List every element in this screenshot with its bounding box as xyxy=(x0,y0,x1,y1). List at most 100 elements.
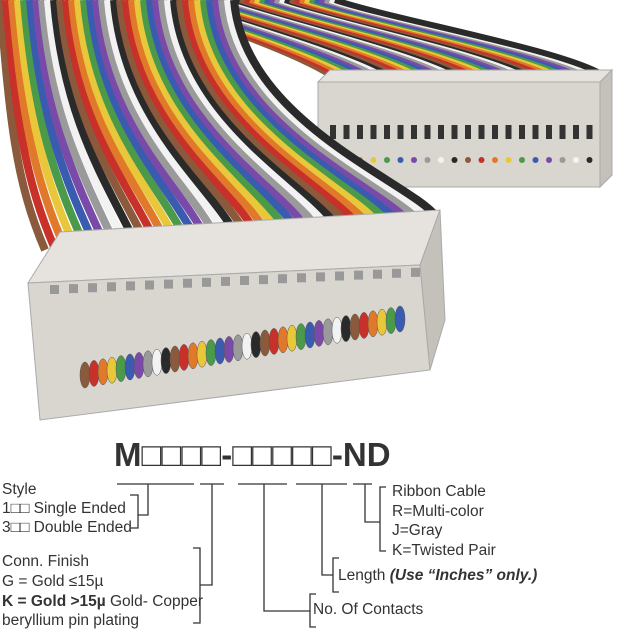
contact-slot xyxy=(240,276,249,285)
wire-end xyxy=(196,340,208,368)
wire xyxy=(206,0,399,222)
finish-option-k-code: K = Gold >15µ xyxy=(2,593,106,610)
wire-end xyxy=(492,157,498,163)
contact-slot xyxy=(505,125,512,139)
wire-end xyxy=(97,358,109,386)
wire-end xyxy=(205,339,217,366)
finish-option-k-desc-line2: beryllium pin plating xyxy=(2,612,139,629)
length-note: (Use “Inches” only.) xyxy=(389,567,538,584)
wire-end xyxy=(546,157,552,163)
finish-title: Conn. Finish xyxy=(2,553,90,570)
wire-end xyxy=(370,157,377,163)
contact-slot xyxy=(492,125,498,139)
wire-end xyxy=(223,336,235,363)
contact-slot xyxy=(586,125,593,139)
contact-slot xyxy=(424,125,431,139)
wire-end xyxy=(519,157,525,163)
contact-slot xyxy=(183,278,192,288)
wire xyxy=(50,0,139,244)
contact-slot xyxy=(373,269,382,279)
contact-slot xyxy=(357,125,363,139)
wire xyxy=(188,0,369,224)
wire-end xyxy=(411,157,417,163)
part-number-template: M□□□□-□□□□□-ND xyxy=(114,436,391,473)
wire xyxy=(2,0,59,251)
wire-end xyxy=(304,321,316,349)
style-title: Style xyxy=(2,481,37,498)
cable-option-r: R=Multi-color xyxy=(392,503,484,520)
wire-end xyxy=(142,350,154,378)
contact-slot xyxy=(221,276,230,286)
cable-option-k: K=Twisted Pair xyxy=(392,542,496,559)
wire xyxy=(92,0,209,238)
wire xyxy=(146,0,299,230)
wire xyxy=(86,0,199,239)
wire xyxy=(194,0,379,223)
contact-slot xyxy=(126,281,135,291)
wire-end xyxy=(505,157,512,163)
contact-slot xyxy=(519,125,525,139)
wire xyxy=(68,0,169,242)
wire xyxy=(140,0,289,231)
wire-end xyxy=(160,347,172,374)
contact-slot xyxy=(411,125,417,139)
wire xyxy=(62,0,159,242)
wire-end xyxy=(232,334,244,362)
wire-end xyxy=(340,315,352,342)
wire-end xyxy=(385,307,397,334)
wire-end xyxy=(349,313,361,341)
wire xyxy=(230,0,439,218)
wire xyxy=(32,0,109,247)
wire xyxy=(224,0,429,219)
wire-end xyxy=(322,318,334,346)
contact-slot xyxy=(343,125,350,139)
wire xyxy=(56,0,149,243)
contact-slot xyxy=(316,272,325,282)
wire xyxy=(14,0,79,249)
wire-end xyxy=(573,157,579,163)
wire xyxy=(164,0,329,228)
wire-end xyxy=(394,305,406,333)
wire-end xyxy=(465,157,471,163)
wire xyxy=(110,0,239,235)
wire xyxy=(44,0,129,245)
wire-end xyxy=(187,342,199,370)
wire-end xyxy=(277,326,289,354)
contact-slot xyxy=(397,125,404,139)
wire xyxy=(80,0,189,240)
wire-end xyxy=(451,157,458,163)
wire-end xyxy=(295,323,307,350)
contact-slot xyxy=(392,268,401,278)
cable-option-j: J=Gray xyxy=(392,522,443,539)
wire-end xyxy=(286,324,298,352)
wire-end xyxy=(424,157,431,163)
wire xyxy=(0,0,49,252)
style-option-double: 3□□ Double Ended xyxy=(2,519,132,536)
wire-end xyxy=(124,353,136,381)
wire-end xyxy=(532,157,539,163)
contact-slot xyxy=(88,283,97,293)
wire-end xyxy=(151,348,163,376)
wire xyxy=(74,0,179,241)
wire xyxy=(134,0,279,232)
contact-slot xyxy=(438,125,444,139)
wire-end xyxy=(559,157,566,163)
wire-end xyxy=(367,310,379,338)
finish-option-k: K = Gold >15µ Gold- Copper xyxy=(2,593,203,611)
wire-end xyxy=(241,332,253,360)
wire-end xyxy=(178,344,190,371)
contact-slot xyxy=(145,280,154,290)
wire-end xyxy=(79,361,91,389)
contact-slot xyxy=(478,125,485,139)
wire xyxy=(8,0,69,250)
wire-end xyxy=(106,356,118,384)
contact-slot xyxy=(50,285,59,294)
front-connector xyxy=(27,209,446,421)
cable-title: Ribbon Cable xyxy=(392,483,486,500)
style-option-single: 1□□ Single Ended xyxy=(2,500,126,517)
wire-end xyxy=(358,312,370,339)
wire-end xyxy=(376,308,388,336)
callout-lines xyxy=(117,483,386,628)
contact-slot xyxy=(330,125,336,139)
contact-slot xyxy=(354,270,363,280)
